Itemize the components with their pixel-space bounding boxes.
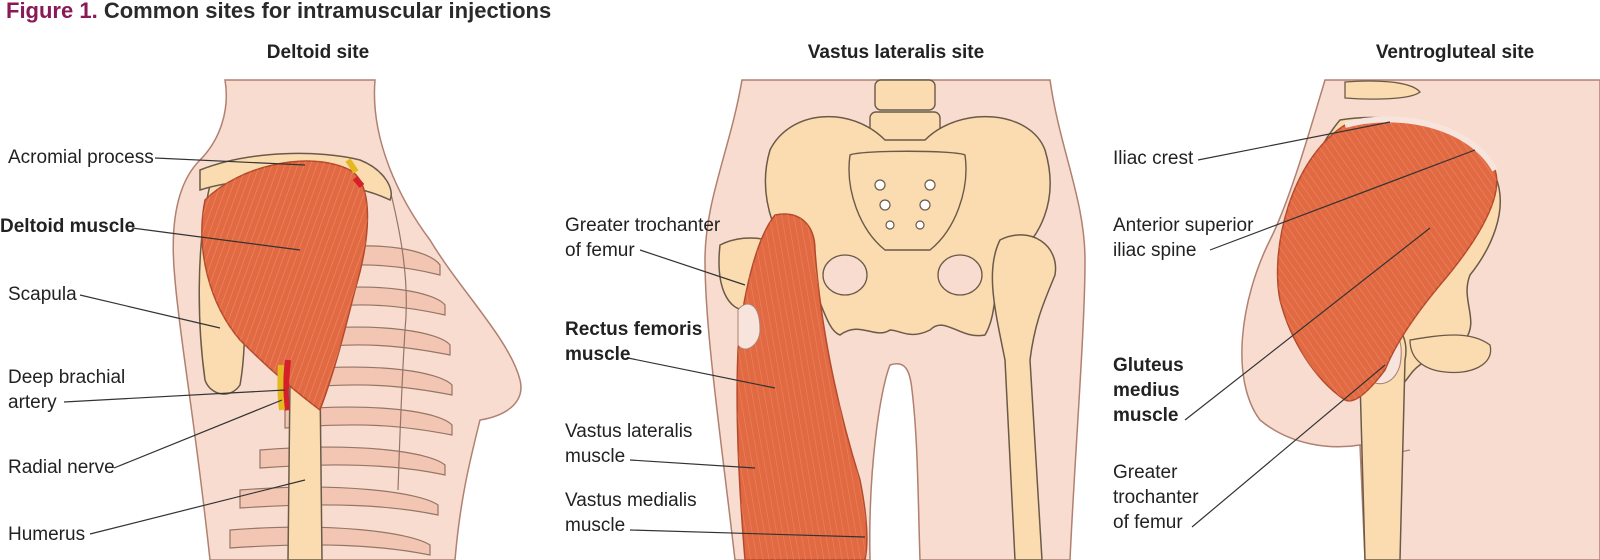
obturator-left — [822, 254, 868, 296]
label-deep-brachial-2: artery — [8, 392, 57, 413]
label-deep-brachial-1: Deep brachial — [8, 367, 126, 388]
vastus-illustration — [627, 79, 1086, 560]
label-iliac-crest: Iliac crest — [1113, 148, 1194, 169]
label-gluteus-2: medius — [1113, 380, 1180, 401]
lumbar-spine — [869, 79, 941, 143]
vastus-leader-lines — [627, 249, 866, 538]
label-vastus-lateralis-1: Vastus lateralis — [565, 421, 693, 442]
label-gluteus-1: Gluteus — [1113, 355, 1184, 376]
sacral-foramina — [874, 179, 936, 230]
pubis-bone — [1409, 334, 1492, 374]
ventrogluteal-illustration — [1184, 79, 1600, 560]
obturator-right — [937, 254, 983, 296]
injection-marker-nerve — [345, 158, 359, 174]
label-gt-1: Greater — [1113, 462, 1178, 483]
deep-brachial-artery — [282, 359, 291, 411]
vastus-tendon — [737, 303, 761, 350]
label-asis-1: Anterior superior — [1113, 215, 1254, 236]
vastus-panel-title: Vastus lateralis site — [807, 42, 985, 63]
radial-nerve — [277, 364, 285, 411]
label-humerus: Humerus — [8, 524, 86, 545]
label-vastus-lateralis-2: muscle — [565, 446, 626, 467]
label-acromial-process: Acromial process — [8, 147, 154, 168]
vertebra — [1344, 80, 1421, 100]
ventrogluteal-leader-lines — [1184, 121, 1476, 528]
figure-number: Figure 1. — [6, 0, 98, 23]
deltoid-leader-lines — [63, 157, 306, 535]
label-greater-trochanter-1: Greater trochanter — [565, 215, 721, 236]
iliac-crest-rim — [1344, 116, 1498, 172]
figure-caption: Common sites for intramuscular injection… — [103, 0, 552, 23]
label-scapula: Scapula — [8, 284, 77, 305]
injection-marker-artery — [352, 176, 365, 188]
label-greater-trochanter-2: of femur — [565, 240, 635, 261]
deltoid-panel-title: Deltoid site — [266, 42, 370, 63]
label-rectus-femoris-1: Rectus femoris — [565, 319, 703, 340]
label-rectus-femoris-2: muscle — [565, 344, 631, 365]
ribcage — [229, 189, 453, 556]
label-radial-nerve: Radial nerve — [8, 457, 115, 478]
sacrum-bone — [848, 150, 967, 251]
deltoid-illustration — [63, 79, 522, 560]
label-deltoid-muscle: Deltoid muscle — [0, 216, 136, 237]
label-vastus-medialis-2: muscle — [565, 515, 626, 536]
label-gt-2: trochanter — [1113, 487, 1199, 508]
label-asis-2: iliac spine — [1113, 240, 1197, 261]
figure-title: Figure 1. Common sites for intramuscular… — [6, 0, 551, 24]
ventrogluteal-panel-title: Ventrogluteal site — [1375, 42, 1535, 63]
label-vastus-medialis-1: Vastus medialis — [565, 490, 697, 511]
right-femur — [991, 234, 1057, 560]
label-gt-3: of femur — [1113, 512, 1183, 533]
label-gluteus-3: muscle — [1113, 405, 1179, 426]
